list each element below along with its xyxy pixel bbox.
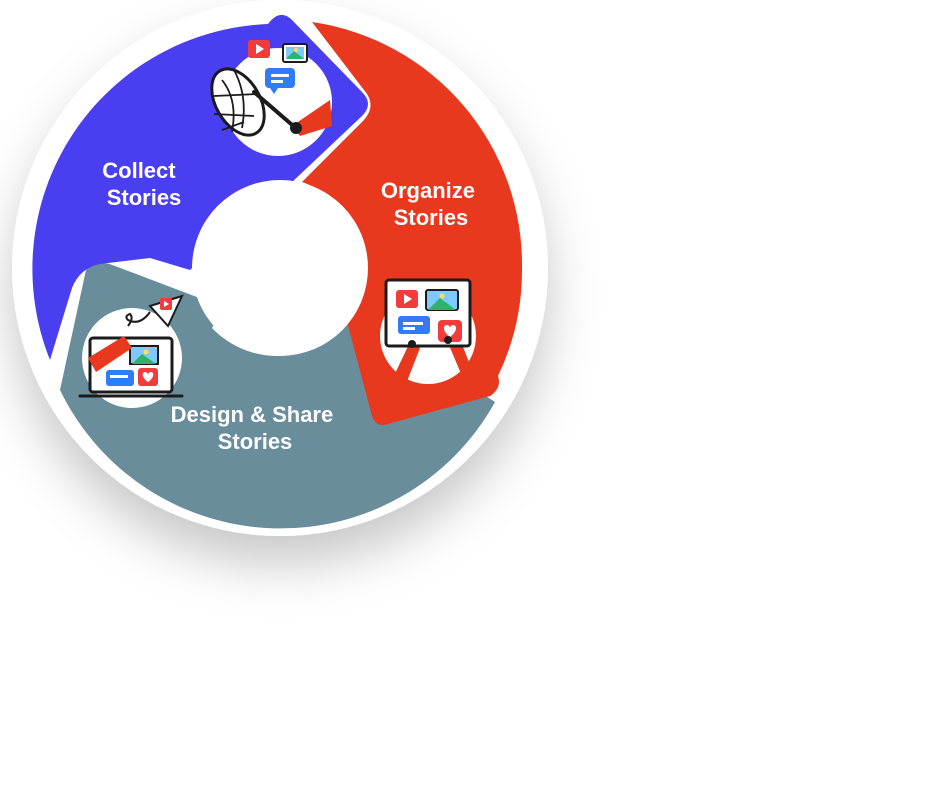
image-card-icon	[282, 43, 308, 63]
design-label-line2: Stories	[218, 429, 293, 454]
collect-label-line2: Stories	[107, 185, 182, 210]
arm-icon	[292, 100, 332, 136]
butterfly-net-icon	[210, 67, 302, 137]
board-icon	[384, 278, 472, 348]
organize-label-line2: Stories	[394, 205, 469, 230]
paper-plane-icon	[125, 294, 184, 328]
organize-icon-group	[380, 278, 476, 384]
chat-bubble-icon	[265, 68, 295, 94]
organize-label: Organize Stories	[381, 178, 481, 230]
collect-label: Collect Stories	[102, 158, 181, 210]
design-icon-group	[78, 294, 184, 408]
collect-label-line1: Collect	[102, 158, 176, 183]
pen-arm-icon	[88, 336, 132, 372]
collect-icon-group	[210, 40, 332, 156]
video-card-icon	[248, 40, 270, 58]
design-label: Design & Share Stories	[171, 402, 340, 454]
ring-hole	[192, 180, 368, 356]
heart-card-icon	[438, 320, 462, 342]
left-arm-icon	[392, 342, 420, 384]
design-label-line1: Design & Share	[171, 402, 334, 427]
organize-label-line1: Organize	[381, 178, 475, 203]
